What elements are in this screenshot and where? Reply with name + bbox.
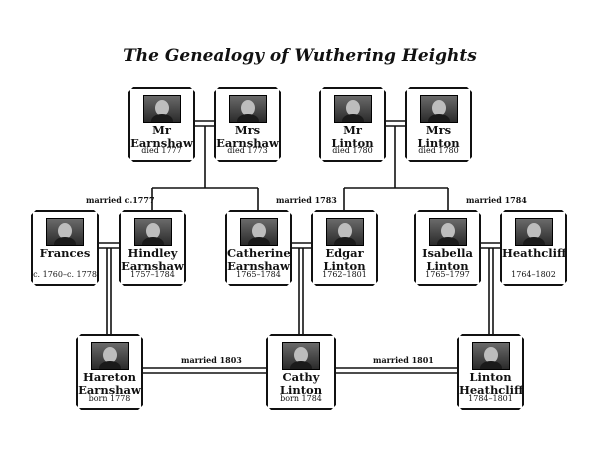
portrait-photo <box>91 342 129 370</box>
portrait-photo <box>143 95 181 123</box>
person-dates: died 1773 <box>227 146 268 155</box>
portrait-photo <box>515 218 553 246</box>
person-name: Heathcliff <box>502 246 567 260</box>
portrait-photo <box>134 218 172 246</box>
portrait-photo <box>46 218 84 246</box>
portrait-photo <box>282 342 320 370</box>
person-dates: 1784–1801 <box>468 394 513 403</box>
portrait-photo <box>334 95 372 123</box>
person-dates: 1762–1801 <box>322 270 367 279</box>
person-dates: died 1780 <box>418 146 459 155</box>
marriage-label-hareton-cathy: married 1803 <box>181 355 242 365</box>
person-dates: died 1780 <box>332 146 373 155</box>
person-name: Frances <box>39 246 91 260</box>
marriage-label-catherine-edgar: married 1783 <box>276 195 337 205</box>
marriage-label-hindley-frances: married c.1777 <box>86 195 155 205</box>
person-card-heathcliff: Heathcliff 1764–1802 <box>500 210 567 286</box>
portrait-photo <box>229 95 267 123</box>
portrait-photo <box>240 218 278 246</box>
person-dates: 1765–1784 <box>236 270 281 279</box>
person-dates: born 1778 <box>88 394 131 403</box>
portrait-photo <box>420 95 458 123</box>
portrait-photo <box>472 342 510 370</box>
person-dates: 1757–1784 <box>130 270 175 279</box>
marriage-label-cathy-linton: married 1801 <box>373 355 434 365</box>
person-dates: 1764–1802 <box>511 270 556 279</box>
diagram-title: The Genealogy of Wuthering Heights <box>123 46 477 66</box>
marriage-label-isabella-heathcliff: married 1784 <box>466 195 527 205</box>
portrait-photo <box>326 218 364 246</box>
person-card-frances: Frances c. 1760–c. 1778 <box>31 210 99 286</box>
person-dates: 1765–1797 <box>425 270 470 279</box>
person-dates: c. 1760–c. 1778 <box>33 270 97 279</box>
portrait-photo <box>429 218 467 246</box>
person-dates: born 1784 <box>280 394 322 403</box>
person-dates: died 1777 <box>141 146 182 155</box>
